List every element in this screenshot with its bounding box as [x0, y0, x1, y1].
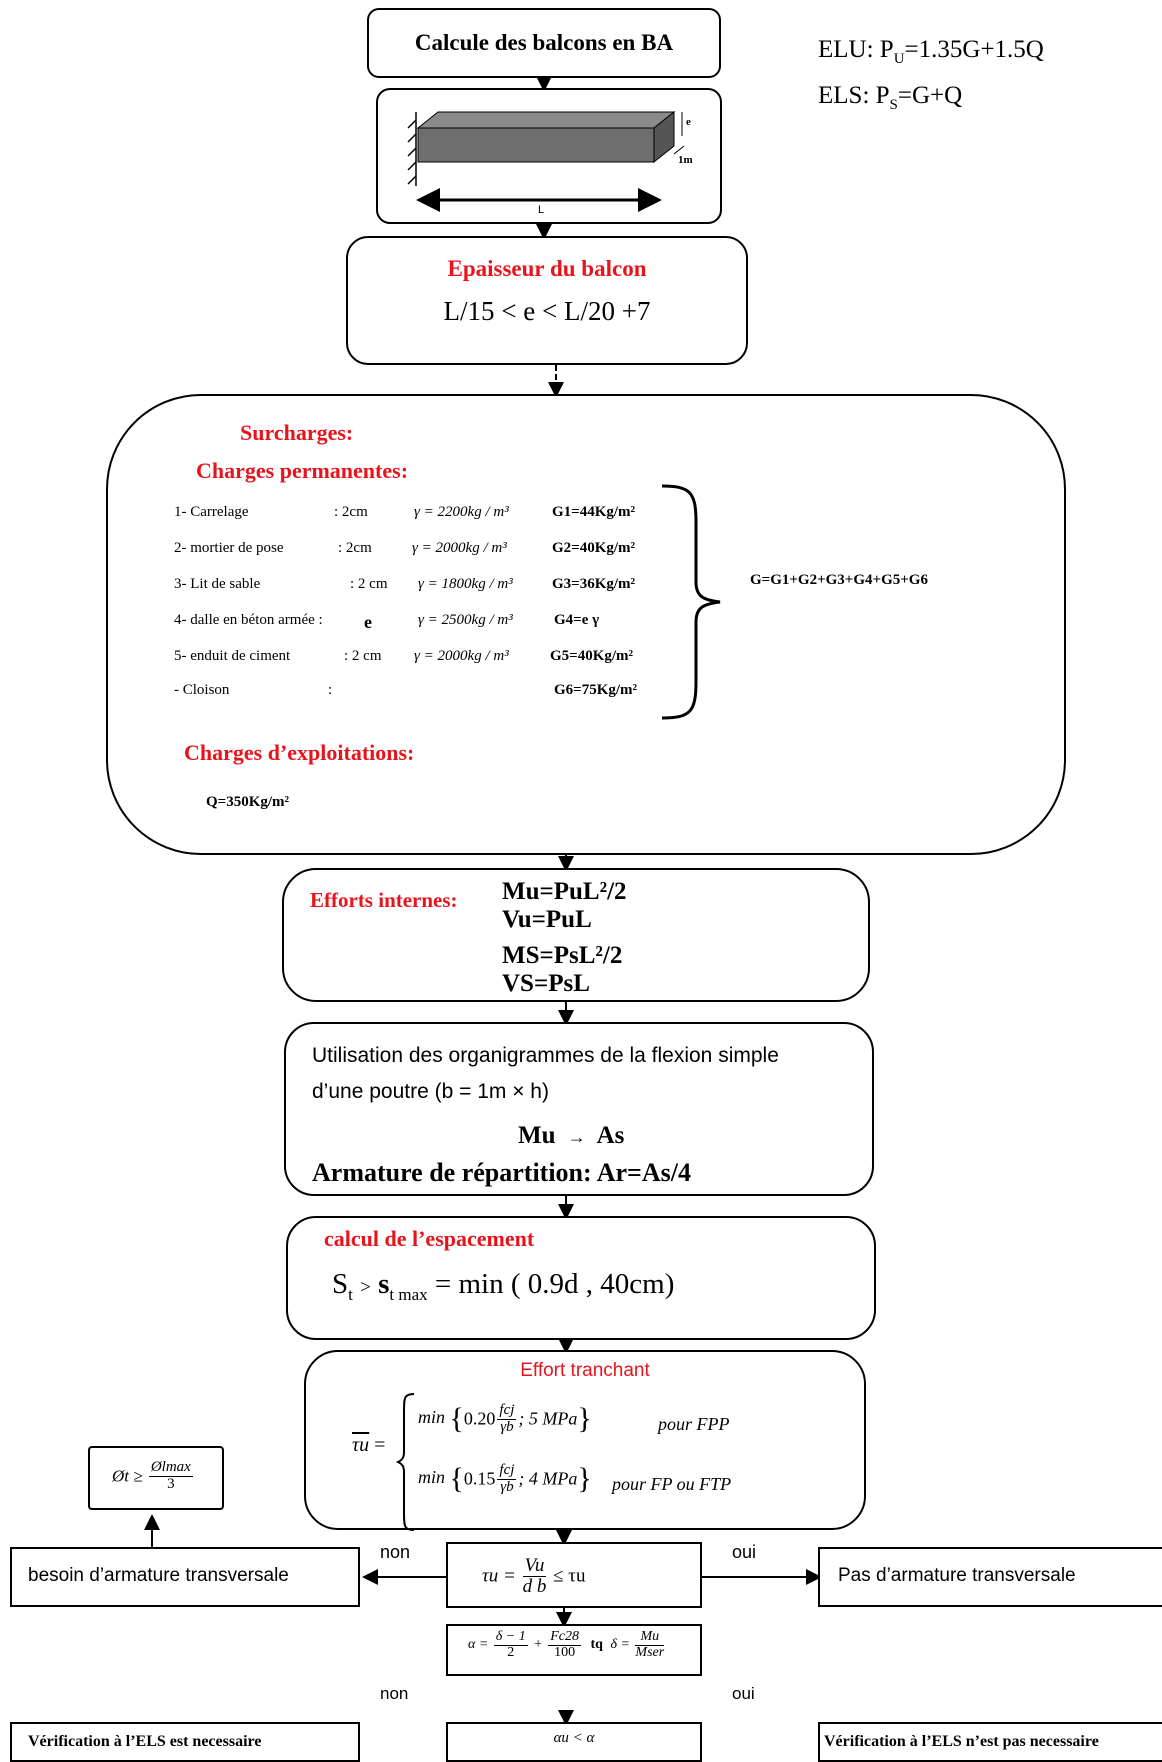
els-formula: ELS: PS=G+Q — [818, 82, 963, 113]
branch1-non-label: non — [380, 1542, 411, 1562]
efforts-title: Efforts internes: — [310, 888, 458, 912]
thickness-box: Epaisseur du balcon L/15 < e < L/20 +7 — [346, 236, 748, 365]
needs-transverse-box: besoin d’armature transversale — [10, 1547, 360, 1607]
branch2-non-label: non — [380, 1684, 409, 1703]
exploitation-title: Charges d’exploitations: — [184, 740, 415, 765]
mu-to-as: Mu → As — [518, 1122, 625, 1149]
ms-formula: MS=PsL²/2 — [502, 942, 623, 969]
els-required-label: Vérification à l’ELS est necessaire — [28, 1733, 262, 1750]
load-row-4: 4- dalle en béton armée : e γ = 2500kg /… — [174, 612, 600, 632]
flexion-line-1: Utilisation des organigrammes de la flex… — [312, 1044, 779, 1067]
els-not-required-box: Vérification à l’ELS n’est pas necessair… — [818, 1722, 1162, 1762]
els-required-box: Vérification à l’ELS est necessaire — [10, 1722, 360, 1762]
balcony-sketch-box: e 1m L — [376, 88, 722, 224]
no-transverse-label: Pas d’armature transversale — [838, 1565, 1076, 1586]
spacing-formula: St > st max = min ( 0.9d , 40cm) — [332, 1268, 675, 1304]
needs-transverse-label: besoin d’armature transversale — [28, 1565, 289, 1586]
load-row-3: 3- Lit de sable : 2 cm γ = 1800kg / m³ G… — [174, 576, 636, 592]
loads-box: Surcharges: Charges permanentes: 1- Carr… — [106, 394, 1066, 855]
spacing-box: calcul de l’espacement St > st max = min… — [286, 1216, 876, 1340]
flexion-box: Utilisation des organigrammes de la flex… — [284, 1022, 874, 1196]
thickness-title: Epaisseur du balcon — [447, 256, 647, 281]
vu-formula: Vu=PuL — [502, 906, 592, 933]
q-value: Q=350Kg/m² — [206, 794, 290, 810]
sketch-width-label: 1m — [678, 154, 693, 166]
title-box: Calcule des balcons en BA — [367, 8, 721, 78]
sketch-length-label: L — [538, 204, 545, 216]
permanent-title: Charges permanentes: — [196, 458, 409, 483]
shear-title: Effort tranchant — [520, 1360, 650, 1381]
thickness-formula: L/15 < e < L/20 +7 — [443, 296, 651, 326]
shear-brace — [396, 1393, 415, 1531]
repartition-formula: Armature de répartition: Ar=As/4 — [312, 1158, 691, 1187]
no-transverse-box: Pas d’armature transversale — [818, 1547, 1162, 1607]
load-row-2: 2- mortier de pose : 2cm γ = 2000kg / m³… — [174, 540, 636, 556]
balcony-sketch — [407, 110, 685, 212]
load-row-1: 1- Carrelage : 2cm γ = 2200kg / m³ G1=44… — [174, 504, 636, 520]
permanent-sum: G=G1+G2+G3+G4+G5+G6 — [750, 572, 928, 588]
sketch-e-label: e — [686, 116, 691, 128]
mu-formula: Mu=PuL²/2 — [502, 878, 627, 905]
tau-bar-label: τu = — [352, 1434, 386, 1456]
flexion-line-2: d’une poutre (b = 1m × h) — [312, 1080, 549, 1103]
els-not-required-label: Vérification à l’ELS n’est pas necessair… — [824, 1733, 1099, 1750]
load-row-6: - Cloison : G6=75Kg/m² — [174, 682, 638, 698]
efforts-box: Efforts internes: Mu=PuL²/2 Vu=PuL MS=Ps… — [282, 868, 870, 1002]
load-row-5: 5- enduit de ciment : 2 cm γ = 2000kg / … — [174, 648, 634, 664]
elu-formula: ELU: PU=1.35G+1.5Q — [818, 36, 1044, 67]
shear-case-2-label: pour FP ou FTP — [612, 1474, 732, 1494]
loads-title: Surcharges: — [240, 420, 354, 445]
branch1-oui-label: oui — [732, 1542, 757, 1562]
diagram-title: Calcule des balcons en BA — [414, 30, 674, 55]
spacing-title: calcul de l’espacement — [324, 1226, 535, 1251]
shear-case-1-label: pour FPP — [658, 1414, 730, 1434]
vs-formula: VS=PsL — [502, 970, 590, 997]
branch2-oui-label: oui — [732, 1684, 755, 1703]
condition-box: αu < α — [446, 1722, 702, 1762]
curly-brace — [661, 484, 721, 720]
